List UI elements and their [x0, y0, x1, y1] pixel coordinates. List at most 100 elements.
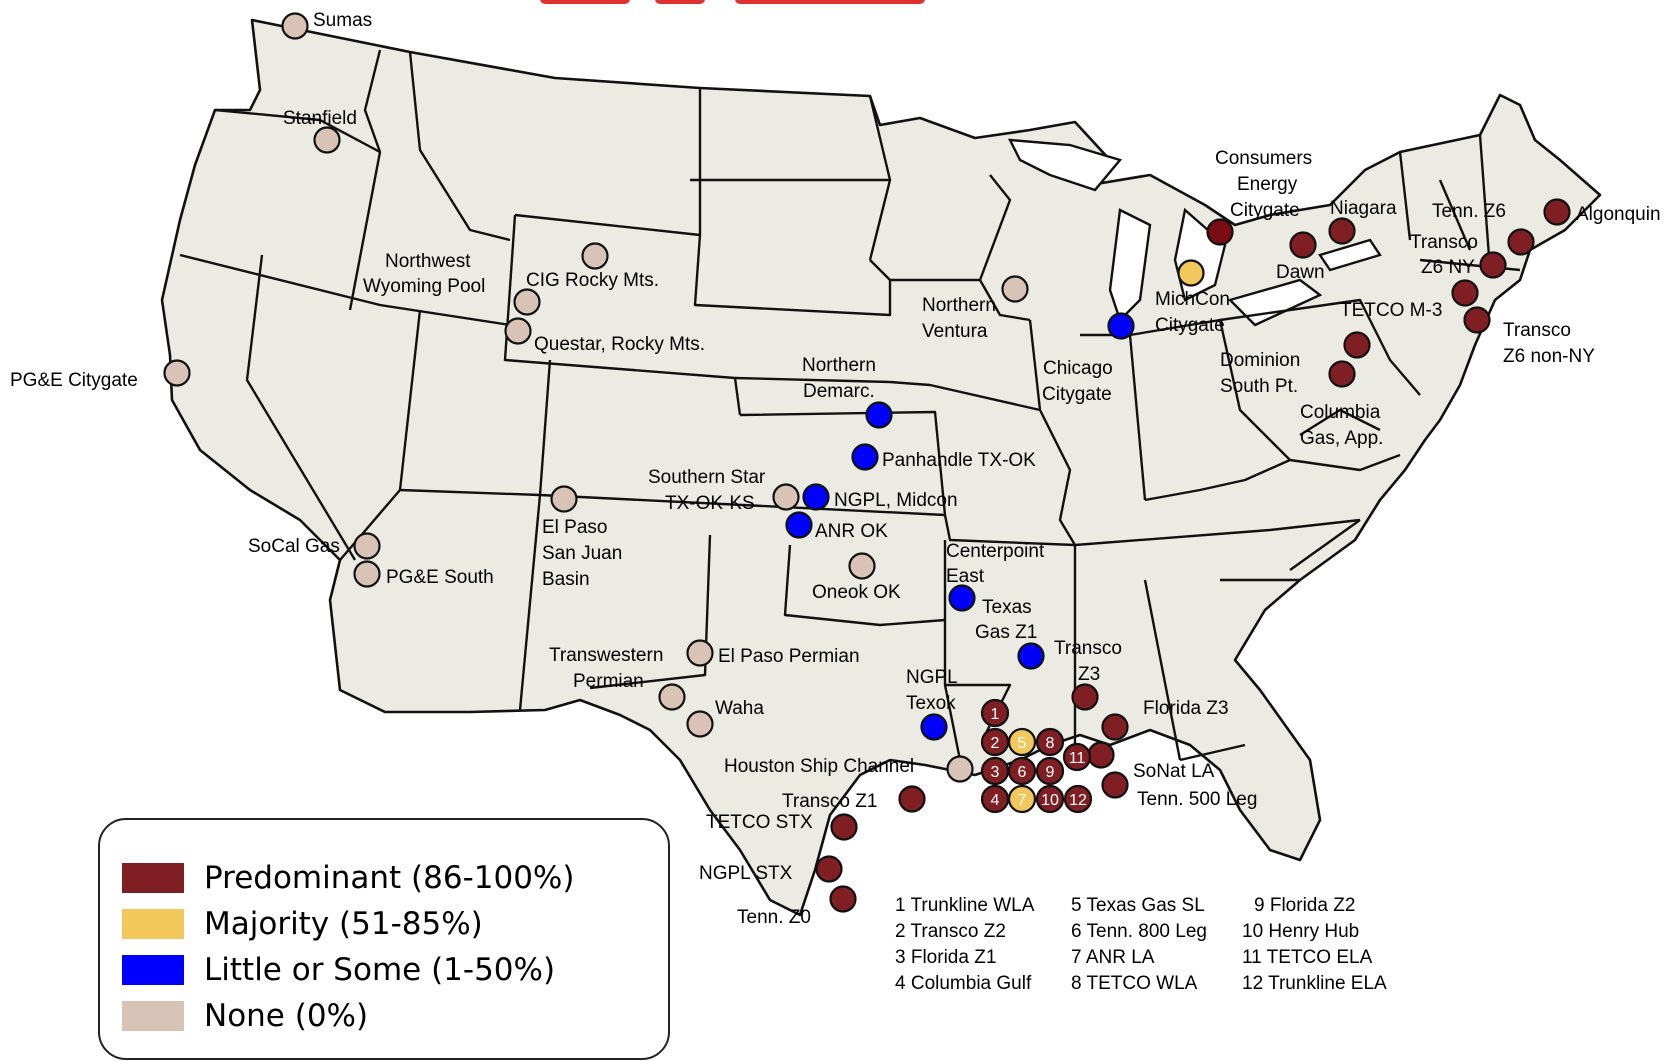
hub-label-niagara: Niagara — [1330, 198, 1397, 219]
hub-label-socal-gas: SoCal Gas — [248, 536, 340, 557]
hub-marker-houston-ship-channel[interactable] — [946, 755, 974, 783]
legend-item-predominant: Predominant (86-100%) — [122, 858, 575, 898]
numbered-hub-number-5: 5 — [1018, 735, 1027, 752]
hub-marker-pge-south[interactable] — [353, 560, 381, 588]
state-borders — [179, 49, 1521, 762]
hub-marker-ngpl-texok[interactable] — [920, 713, 948, 741]
key-entry-9: 9 Florida Z2 — [1254, 895, 1355, 916]
hub-label-el-paso-permian: El Paso Permian — [718, 646, 860, 667]
numbered-hub-marker-11[interactable] — [1062, 742, 1092, 772]
numbered-hub-number-4: 4 — [991, 792, 1000, 809]
hub-label-sumas: Sumas — [313, 10, 372, 31]
hub-marker-tenn-z6[interactable] — [1507, 228, 1535, 256]
hub-marker-northwest-wyoming-pool[interactable] — [513, 288, 541, 316]
numbered-hub-marker-12[interactable] — [1063, 784, 1093, 814]
hub-marker-niagara[interactable] — [1328, 217, 1356, 245]
hub-marker-transco-z1[interactable] — [898, 785, 926, 813]
hub-label-ngpl-texok-2: Texok — [906, 693, 956, 714]
hub-marker-transco-z6-ny[interactable] — [1479, 251, 1507, 279]
hub-label-questar: Questar, Rocky Mts. — [534, 334, 705, 355]
hub-marker-tenn-500-leg[interactable] — [1101, 771, 1129, 799]
hub-marker-tetco-m3[interactable] — [1451, 279, 1479, 307]
numbered-hub-marker-1[interactable] — [980, 698, 1010, 728]
hub-label-southern-star-2: TX-OK-KS — [665, 493, 755, 514]
hub-marker-algonquin[interactable] — [1543, 198, 1571, 226]
us-outline — [160, 18, 1602, 917]
hub-marker-transco-z6-non-ny[interactable] — [1463, 306, 1491, 334]
hub-marker-texas-gas-z1[interactable] — [1017, 642, 1045, 670]
hub-label-florida-z3: Florida Z3 — [1143, 698, 1229, 719]
hub-label-northern-ventura: Northern — [922, 295, 996, 316]
lake-michigan — [1108, 208, 1152, 323]
hub-label-columbia-gas-app: Columbia — [1300, 402, 1381, 423]
hub-marker-northern-demarc[interactable] — [865, 401, 893, 429]
hub-label-el-paso-san-juan: El Paso — [542, 517, 607, 538]
numbered-hub-number-10: 10 — [1041, 792, 1059, 809]
numbered-hub-marker-8[interactable] — [1035, 727, 1065, 757]
hub-marker-southern-star[interactable] — [772, 483, 800, 511]
hub-marker-tetco-stx[interactable] — [830, 813, 858, 841]
hub-marker-oneok-ok[interactable] — [848, 552, 876, 580]
hub-label-el-paso-san-juan-3: Basin — [542, 569, 590, 590]
key-entry-2: 2 Transco Z2 — [895, 921, 1006, 942]
hub-label-northern-demarc-2: Demarc. — [803, 381, 875, 402]
hub-marker-centerpoint-east[interactable] — [948, 584, 976, 612]
numbered-hub-marker-10[interactable] — [1035, 784, 1065, 814]
hub-marker-dawn[interactable] — [1289, 231, 1317, 259]
hub-label-tenn-z6: Tenn. Z6 — [1432, 201, 1506, 222]
numbered-hub-marker-6[interactable] — [1007, 756, 1037, 786]
numbered-hub-number-6: 6 — [1018, 764, 1027, 781]
hub-markers: Sumas Stanfield PG&E Citygate Northwest … — [10, 10, 1661, 928]
hub-marker-transwestern-permian[interactable] — [686, 639, 714, 667]
hub-marker-sonat-la[interactable] — [1087, 741, 1115, 769]
hub-label-pge-citygate: PG&E Citygate — [10, 370, 138, 391]
hub-marker-chicago-citygate[interactable] — [1107, 312, 1135, 340]
legend-label-predominant: Predominant (86-100%) — [204, 860, 575, 896]
hub-marker-socal-gas[interactable] — [353, 532, 381, 560]
hub-marker-cig-rocky-mts[interactable] — [581, 242, 609, 270]
hub-label-northwest-wyoming-pool-2: Wyoming Pool — [363, 276, 485, 297]
hub-marker-el-paso-san-juan[interactable] — [550, 485, 578, 513]
hub-label-chicago-citygate-2: Citygate — [1042, 384, 1112, 405]
hub-label-algonquin: Algonquin — [1576, 204, 1661, 225]
legend-label-none: None (0%) — [204, 998, 369, 1034]
hub-marker-transco-z3[interactable] — [1071, 683, 1099, 711]
hub-marker-sumas[interactable] — [281, 12, 309, 40]
hub-marker-panhandle[interactable] — [851, 443, 879, 471]
numbered-hub-marker-5[interactable] — [1007, 727, 1037, 757]
hub-label-pge-south: PG&E South — [386, 567, 494, 588]
hub-label-transco-z3-2: Z3 — [1078, 664, 1100, 685]
hub-marker-dominion-south[interactable] — [1343, 331, 1371, 359]
key-entry-12: 12 Trunkline ELA — [1242, 973, 1387, 994]
hub-label-el-paso-san-juan-2: San Juan — [542, 543, 622, 564]
hub-marker-ngpl-midcon[interactable] — [802, 483, 830, 511]
hub-label-houston-ship-channel: Houston Ship Channel — [724, 756, 914, 777]
numbered-hub-number-1: 1 — [991, 706, 1000, 723]
hub-marker-waha-west[interactable] — [658, 683, 686, 711]
numbered-hub-marker-7[interactable] — [1007, 784, 1037, 814]
numbered-hub-marker-9[interactable] — [1035, 756, 1065, 786]
legend-swatch-little — [122, 955, 184, 985]
key-entry-10: 10 Henry Hub — [1242, 921, 1359, 942]
hub-marker-waha[interactable] — [686, 710, 714, 738]
hub-label-southern-star: Southern Star — [648, 467, 766, 488]
hub-label-dominion-south: Dominion — [1220, 350, 1300, 371]
numbered-hub-markers: 1 2 3 4 5 6 7 8 9 10 11 12 — [980, 698, 1093, 814]
key-entry-1: 1 Trunkline WLA — [895, 895, 1035, 916]
hub-marker-ngpl-stx[interactable] — [815, 855, 843, 883]
hub-marker-stanfield[interactable] — [313, 126, 341, 154]
hub-marker-northern-ventura[interactable] — [1001, 275, 1029, 303]
legend-swatch-predominant — [122, 863, 184, 893]
hub-marker-tenn-z0[interactable] — [829, 885, 857, 913]
hub-marker-michcon-citygate[interactable] — [1177, 259, 1205, 287]
hub-marker-columbia-gas-app[interactable] — [1328, 360, 1356, 388]
numbered-hub-key: 1 Trunkline WLA 2 Transco Z2 3 Florida Z… — [895, 895, 1387, 994]
hub-label-centerpoint-east-2: East — [946, 566, 985, 587]
hub-label-texas-gas-z1-2: Gas Z1 — [975, 622, 1037, 643]
hub-marker-consumers-energy[interactable] — [1206, 218, 1234, 246]
hub-marker-florida-z3[interactable] — [1101, 713, 1129, 741]
hub-marker-anr-ok[interactable] — [785, 511, 813, 539]
hub-marker-pge-citygate[interactable] — [163, 359, 191, 387]
hub-marker-questar[interactable] — [504, 317, 532, 345]
